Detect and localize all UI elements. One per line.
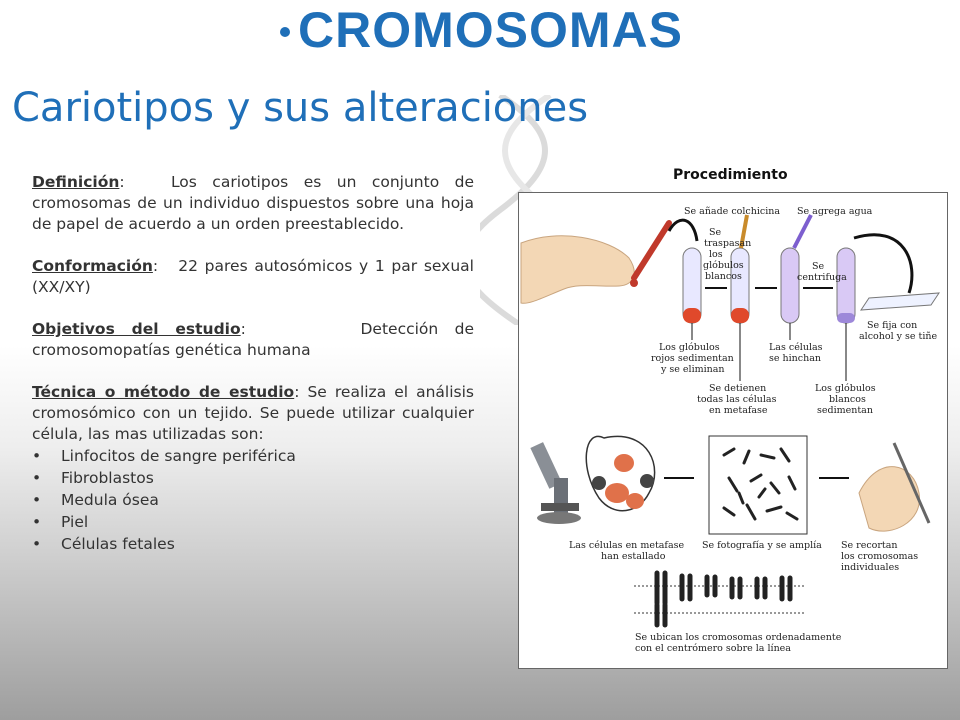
scissors-icon xyxy=(892,442,931,524)
subtitle: Cariotipos y sus alteraciones xyxy=(12,85,589,131)
metaphase-cluster xyxy=(640,474,654,488)
caption-agua: Se agrega agua xyxy=(797,206,873,217)
cell-drop xyxy=(585,435,656,512)
hand-scissors-illustration xyxy=(858,466,920,532)
arrow-icon xyxy=(853,233,914,294)
title-bullet xyxy=(280,27,290,37)
technique-paragraph: Técnica o método de estudio: Se realiza … xyxy=(32,382,474,445)
list-item: Medula ósea xyxy=(32,489,474,511)
definition-paragraph: Definición: Los cariotipos es un conjunt… xyxy=(32,172,474,235)
caption-colchicina: Se añade colchicina xyxy=(684,206,780,217)
caption-estallado: Las células en metafase han estallado xyxy=(569,540,687,562)
caption-fija: Se fija con alcohol y se tiñe xyxy=(859,320,938,342)
blood-drop xyxy=(630,279,638,287)
definition-text: : Los cariotipos es un conjunto de cromo… xyxy=(32,173,474,233)
caption-ubican: Se ubican los cromosomas ordenadamente c… xyxy=(635,632,844,654)
conformation-paragraph: Conformación: 22 pares autosómicos y 1 p… xyxy=(32,256,474,298)
procedure-illustration: Se añade colchicina Se agrega agua Se tr… xyxy=(520,206,940,654)
caption-fotografia: Se fotografía y se amplía xyxy=(702,540,822,551)
objectives-text: : Detección de cromosomopatías genética … xyxy=(32,320,474,359)
cell xyxy=(626,493,644,509)
caption-sedimentan: Los glóbulos rojos sedimentan y se elimi… xyxy=(651,342,737,375)
chromosome-spread xyxy=(722,447,799,521)
cell xyxy=(614,454,634,472)
cell xyxy=(605,483,629,503)
arrow-icon xyxy=(667,218,699,242)
conformation-label: Conformación xyxy=(32,257,153,275)
technique-text: : Se realiza el análisis cromosómico con… xyxy=(32,383,474,443)
caption-centrifuga: Se centrifuga xyxy=(797,261,847,283)
caption-hinchan: Las células se hinchan xyxy=(769,342,826,364)
caption-recortan: Se recortan los cromosomas individuales xyxy=(841,540,921,573)
water-pipette xyxy=(792,214,813,249)
slide-icon xyxy=(860,292,940,311)
list-item: Fibroblastos xyxy=(32,467,474,489)
hand-illustration xyxy=(520,235,635,304)
photo-frame xyxy=(708,435,808,535)
title-block: CROMOSOMAS xyxy=(280,2,683,58)
microscope-icon xyxy=(530,442,581,524)
tube-1 xyxy=(682,247,702,324)
body-text: Definición: Los cariotipos es un conjunt… xyxy=(32,172,474,555)
capillary-tube xyxy=(631,220,672,281)
caption-traspasan: Se traspasan los glóbulos blancos xyxy=(703,227,754,282)
procedure-title: Procedimiento xyxy=(673,167,788,183)
definition-label: Definición xyxy=(32,173,120,191)
objectives-label: Objetivos del estudio xyxy=(32,320,241,338)
caption-blancos: Los glóbulos blancos sedimentan xyxy=(815,383,879,416)
tube-2 xyxy=(730,247,750,324)
technique-label: Técnica o método de estudio xyxy=(32,383,295,401)
karyotype-chromosomes xyxy=(654,570,793,628)
objectives-paragraph: Objetivos del estudio: Detección de crom… xyxy=(32,319,474,361)
tube-3 xyxy=(780,247,800,324)
conformation-text: : 22 pares autosómicos y 1 par sexual (X… xyxy=(32,257,474,296)
tube-4 xyxy=(836,247,856,324)
list-item: Linfocitos de sangre periférica xyxy=(32,445,474,467)
metaphase-cluster xyxy=(592,476,606,490)
main-title: CROMOSOMAS xyxy=(298,2,683,58)
colchicine-pipette xyxy=(739,214,749,249)
list-item: Piel xyxy=(32,511,474,533)
procedure-figure: Se añade colchicina Se agrega agua Se tr… xyxy=(518,192,948,669)
cell-type-list: Linfocitos de sangre periférica Fibrobla… xyxy=(32,445,474,555)
caption-detienen: Se detienen todas las células en metafas… xyxy=(697,383,779,416)
list-item: Células fetales xyxy=(32,533,474,555)
